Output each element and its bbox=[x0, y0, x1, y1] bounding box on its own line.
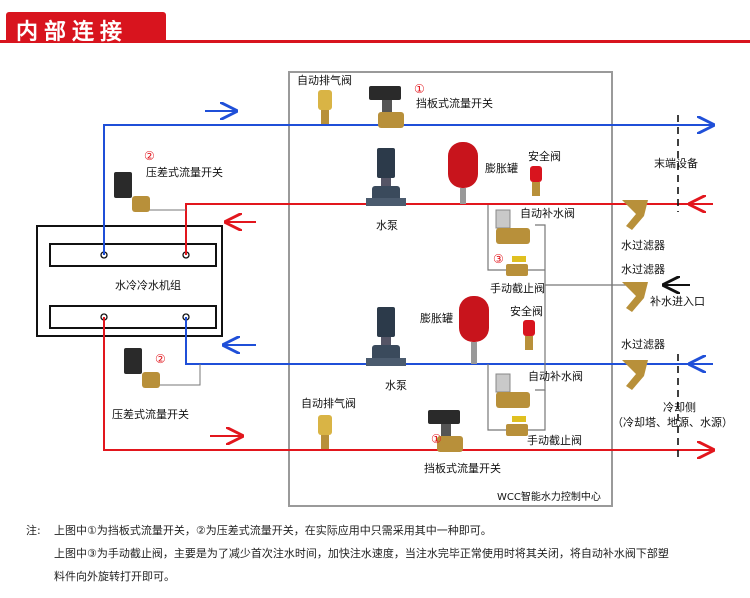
label-safety-valve-1: 安全阀 bbox=[528, 149, 561, 163]
marker-3: ③ bbox=[493, 252, 504, 266]
label-auto-makeup-1: 自动补水阀 bbox=[520, 206, 575, 220]
label-filter-2: 水过滤器 bbox=[621, 263, 665, 276]
banner-tab bbox=[6, 12, 166, 42]
label-auto-vent-top: 自动排气阀 bbox=[297, 73, 352, 87]
note-prefix: 注: bbox=[26, 524, 41, 537]
label-filter-1: 水过滤器 bbox=[621, 239, 665, 252]
baffle-flow-switch-top bbox=[369, 86, 404, 128]
marker-2-bottom: ② bbox=[155, 352, 166, 366]
label-chiller: 水冷冷水机组 bbox=[115, 278, 181, 292]
manual-stop-valve-2 bbox=[506, 416, 528, 436]
label-cooling-side-detail: （冷却塔、地源、水源） bbox=[612, 415, 733, 429]
label-makeup-inlet: 补水进入口 bbox=[650, 295, 705, 308]
marker-1-bottom: ① bbox=[431, 432, 442, 446]
auto-makeup-valve-1 bbox=[495, 209, 530, 244]
label-auto-vent-bottom: 自动排气阀 bbox=[301, 396, 356, 410]
marker-1-top: ① bbox=[414, 82, 425, 96]
label-safety-valve-2: 安全阀 bbox=[510, 304, 543, 318]
auto-vent-valve-bottom bbox=[318, 415, 332, 449]
auto-makeup-valve-2 bbox=[495, 373, 530, 408]
label-pump-2: 水泵 bbox=[385, 379, 407, 392]
label-baffle-switch-top: 挡板式流量开关 bbox=[416, 96, 493, 110]
label-auto-makeup-2: 自动补水阀 bbox=[528, 369, 583, 383]
safety-valve-2 bbox=[523, 320, 535, 350]
auto-vent-valve-top bbox=[318, 90, 332, 124]
expansion-tank-2 bbox=[459, 296, 489, 364]
switch-wires bbox=[148, 209, 201, 386]
manual-stop-valve-1 bbox=[506, 256, 528, 276]
chilled-return-pipe bbox=[185, 204, 713, 255]
label-diff-switch-top: 压差式流量开关 bbox=[146, 165, 223, 179]
label-filter-3: 水过滤器 bbox=[621, 338, 665, 351]
cooling-supply-pipe bbox=[185, 317, 713, 364]
chilled-supply-pipe bbox=[103, 111, 713, 255]
pump-1 bbox=[366, 148, 406, 206]
banner-title: 内部连接 bbox=[16, 20, 129, 45]
label-cooling-side: 冷却侧 bbox=[663, 401, 696, 414]
label-expansion-tank-2: 膨胀罐 bbox=[420, 311, 453, 325]
expansion-tank-1 bbox=[448, 142, 478, 204]
banner-underline bbox=[0, 40, 750, 43]
note-line-3: 料件向外旋转打开即可。 bbox=[54, 570, 175, 583]
diff-flow-switch-top bbox=[114, 172, 150, 212]
note-line-1: 上图中①为挡板式流量开关，②为压差式流量开关，在实际应用中只需采用其中一种即可。 bbox=[54, 524, 492, 537]
diff-flow-switch-bottom bbox=[124, 348, 160, 388]
note-line-2: 上图中③为手动截止阀，主要是为了减少首次注水时间，加快注水速度，当注水完毕正常使… bbox=[54, 547, 669, 560]
label-diff-switch-bottom: 压差式流量开关 bbox=[112, 407, 189, 421]
cooling-return-pipe bbox=[103, 317, 713, 450]
label-baffle-switch-bottom: 挡板式流量开关 bbox=[424, 461, 501, 475]
marker-2-top: ② bbox=[144, 149, 155, 163]
label-manual-stop-2: 手动截止阀 bbox=[527, 433, 582, 447]
label-terminal: 末端设备 bbox=[654, 156, 698, 170]
header-banner: 内部连接 bbox=[0, 0, 750, 45]
safety-valve-1 bbox=[530, 166, 542, 196]
water-filter-2 bbox=[622, 282, 648, 312]
chiller-unit bbox=[36, 225, 223, 337]
pump-2 bbox=[366, 307, 406, 366]
label-expansion-tank-1: 膨胀罐 bbox=[485, 161, 518, 175]
label-control-center: WCC智能水力控制中心 bbox=[497, 490, 601, 503]
baffle-flow-switch-bottom bbox=[428, 410, 463, 452]
control-center-box bbox=[288, 71, 613, 507]
label-manual-stop-1: 手动截止阀 bbox=[490, 281, 545, 295]
water-filter-3 bbox=[622, 360, 648, 390]
label-pump-1: 水泵 bbox=[376, 219, 398, 232]
water-filter-1 bbox=[622, 200, 648, 230]
